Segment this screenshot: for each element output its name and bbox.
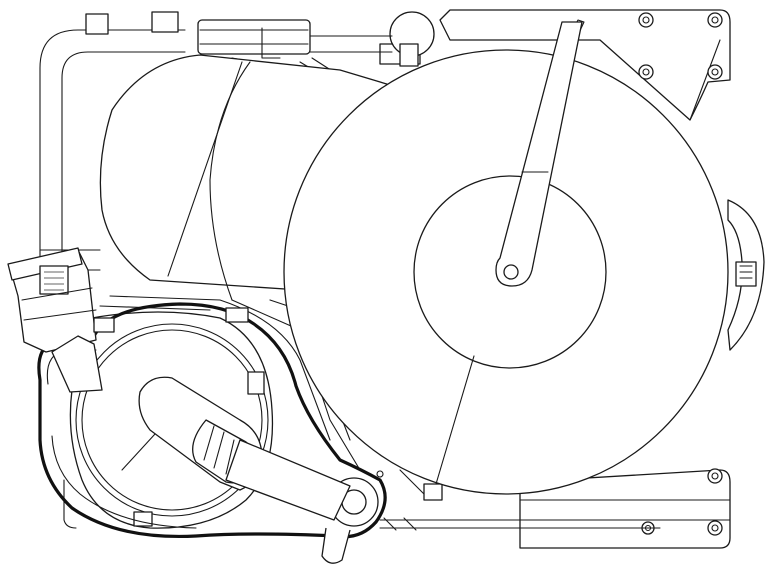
right-side-bracket <box>727 199 765 351</box>
throttle-body <box>7 247 103 393</box>
intake-tube <box>138 376 351 521</box>
lower-frame <box>63 295 331 529</box>
clamps <box>93 307 417 531</box>
crank-arm <box>495 21 583 287</box>
right-frame-bottom <box>379 468 731 549</box>
frame-tube-left <box>39 11 186 271</box>
right-frame-top <box>439 9 731 121</box>
